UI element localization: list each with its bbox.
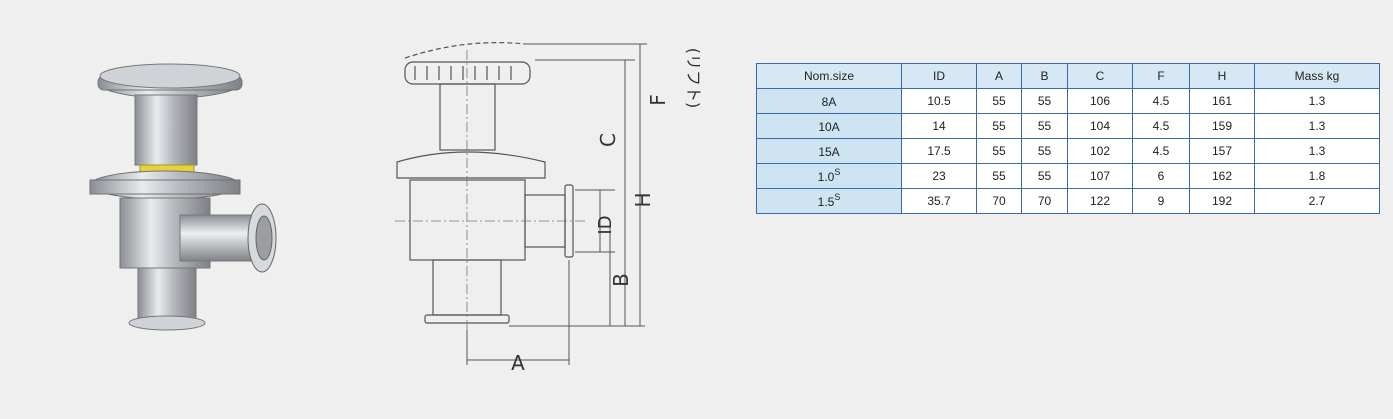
id-cell: 35.7 (901, 188, 977, 214)
b-cell: 55 (1021, 113, 1068, 139)
id-cell: 23 (901, 163, 977, 189)
a-cell: 55 (976, 88, 1022, 114)
f-cell: 6 (1132, 163, 1190, 189)
nom-size-cell: 8A (756, 88, 902, 114)
table-row: 10A 14 55 55 104 4.5 159 1.3 (756, 113, 1380, 139)
f-cell: 9 (1132, 188, 1190, 214)
dim-label-id: ID (595, 215, 616, 234)
b-cell: 55 (1021, 163, 1068, 189)
dim-label-lift: (リフト) (684, 48, 703, 109)
col-header-c: C (1067, 63, 1133, 89)
h-cell: 161 (1189, 88, 1255, 114)
nom-size-cell: 1.0S (756, 163, 902, 189)
col-header-h: H (1189, 63, 1255, 89)
h-cell: 159 (1189, 113, 1255, 139)
id-cell: 14 (901, 113, 977, 139)
c-cell: 107 (1067, 163, 1133, 189)
table-row: 8A 10.5 55 55 106 4.5 161 1.3 (756, 88, 1380, 114)
col-header-nom-size: Nom.size (756, 63, 902, 89)
dim-label-a: A (511, 351, 525, 375)
valve-photo (89, 63, 277, 331)
c-cell: 106 (1067, 88, 1133, 114)
h-cell: 162 (1189, 163, 1255, 189)
mass-cell: 1.3 (1254, 113, 1380, 139)
nom-size-cell: 1.5S (756, 188, 902, 214)
nom-size-cell: 15A (756, 138, 902, 164)
a-cell: 70 (976, 188, 1022, 214)
table-row: 1.0S 23 55 55 107 6 162 1.8 (756, 163, 1380, 189)
f-cell: 4.5 (1132, 138, 1190, 164)
f-cell: 4.5 (1132, 113, 1190, 139)
b-cell: 55 (1021, 138, 1068, 164)
col-header-id: ID (901, 63, 977, 89)
f-cell: 4.5 (1132, 88, 1190, 114)
dim-label-b: B (609, 273, 633, 287)
dimension-drawing: C H ID B A F (リフト) (395, 42, 703, 375)
h-cell: 192 (1189, 188, 1255, 214)
col-header-b: B (1021, 63, 1068, 89)
mass-cell: 1.8 (1254, 163, 1380, 189)
col-header-f: F (1132, 63, 1190, 89)
id-cell: 10.5 (901, 88, 977, 114)
spec-table: Nom.size ID A B C F H Mass kg 8A 10.5 55… (756, 63, 1380, 214)
b-cell: 55 (1021, 88, 1068, 114)
table-header-row: Nom.size ID A B C F H Mass kg (756, 63, 1380, 89)
mass-cell: 1.3 (1254, 88, 1380, 114)
c-cell: 104 (1067, 113, 1133, 139)
c-cell: 122 (1067, 188, 1133, 214)
h-cell: 157 (1189, 138, 1255, 164)
id-cell: 17.5 (901, 138, 977, 164)
mass-cell: 2.7 (1254, 188, 1380, 214)
table-row: 15A 17.5 55 55 102 4.5 157 1.3 (756, 138, 1380, 164)
a-cell: 55 (976, 138, 1022, 164)
a-cell: 55 (976, 163, 1022, 189)
dim-label-c: C (596, 133, 620, 147)
mass-cell: 1.3 (1254, 138, 1380, 164)
col-header-mass: Mass kg (1254, 63, 1380, 89)
b-cell: 70 (1021, 188, 1068, 214)
table-row: 1.5S 35.7 70 70 122 9 192 2.7 (756, 188, 1380, 214)
nom-size-cell: 10A (756, 113, 902, 139)
col-header-a: A (976, 63, 1022, 89)
c-cell: 102 (1067, 138, 1133, 164)
dim-label-f: F (646, 94, 670, 106)
dim-label-h: H (631, 192, 655, 207)
a-cell: 55 (976, 113, 1022, 139)
